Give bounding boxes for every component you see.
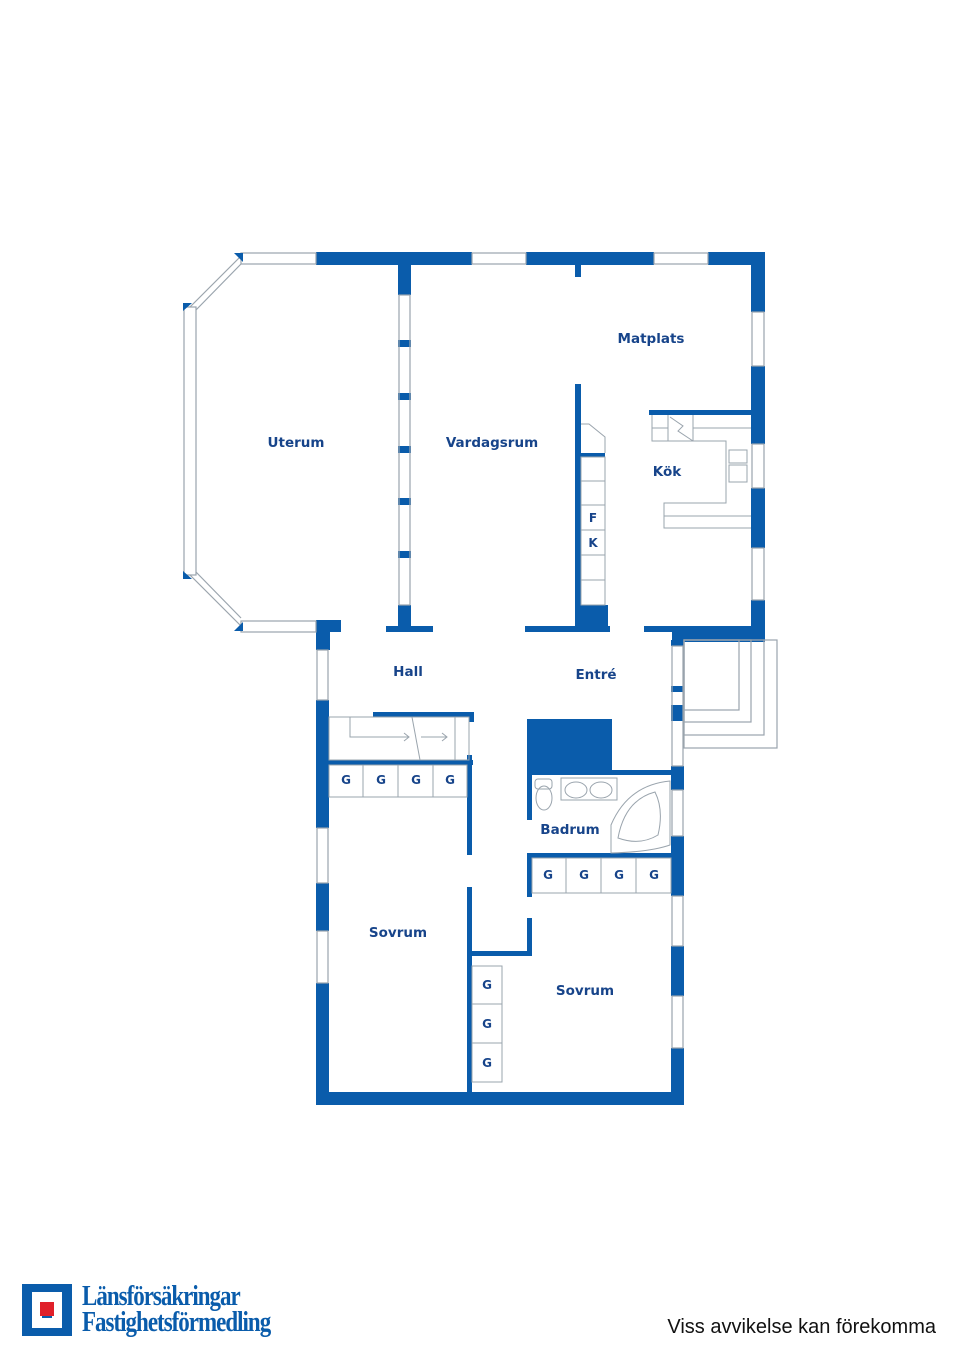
brand-line-2: Fastighetsförmedling [82,1307,271,1338]
room-label-entre: Entré [575,667,617,683]
brand-logo-icon [22,1284,72,1336]
brand-logo: Länsförsäkringar Fastighetsförmedling [22,1281,312,1338]
brand-line-1: Länsförsäkringar [82,1281,241,1312]
wardrobe-label: G [482,1017,492,1031]
disclaimer-text: Viss avvikelse kan förekomma [667,1316,936,1338]
wardrobe-label: G [614,868,624,882]
fridge-label: F [588,511,598,525]
room-label-matplats: Matplats [617,331,685,347]
wardrobe-label: G [445,773,455,787]
wardrobe-label: G [411,773,421,787]
room-label-badrum: Badrum [540,822,600,838]
wardrobe-label: G [482,1056,492,1070]
freezer-label: K [588,536,598,550]
windows [183,252,778,1049]
room-label-uterum: Uterum [267,435,325,451]
room-label-kok: Kök [652,464,682,480]
room-label-vardagsrum: Vardagsrum [445,435,539,451]
room-label-hall: Hall [393,664,423,680]
fixtures [328,415,751,1083]
wardrobe-label: G [482,978,492,992]
room-label-sovrum-2: Sovrum [555,983,615,999]
wardrobe-label: G [579,868,589,882]
wardrobe-label: G [376,773,386,787]
room-label-sovrum-1: Sovrum [368,925,428,941]
brand-name: Länsförsäkringar Fastighetsförmedling [82,1281,271,1338]
wardrobe-label: G [543,868,553,882]
window-corners [183,253,243,631]
wardrobe-label: G [649,868,659,882]
wardrobe-label: G [341,773,351,787]
walls [316,252,765,1105]
